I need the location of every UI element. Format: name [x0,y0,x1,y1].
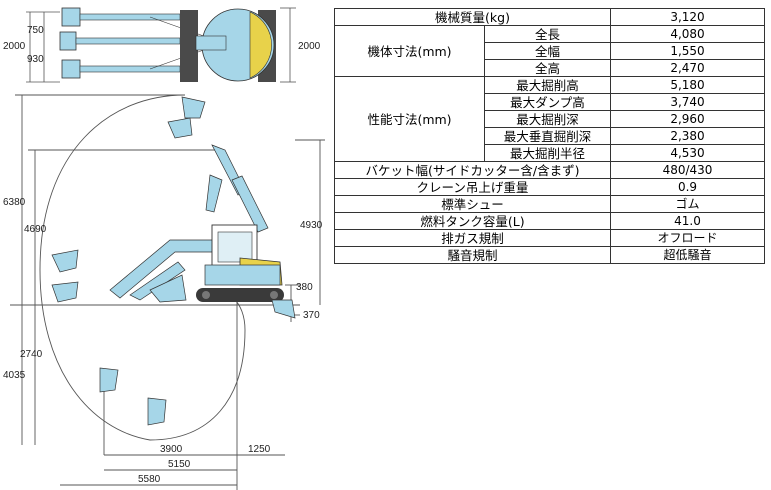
table-row: 全幅 1,550 [335,42,765,60]
spec-value: 3,120 [610,8,765,26]
working-range [10,94,325,490]
dim-blade-down: 370 [303,310,320,321]
spec-label: 全長 [484,25,611,43]
spec-label: 標準シュー [334,195,611,213]
dim-h-5580: 5580 [138,474,161,485]
table-row: 性能寸法(mm) 最大掘削高 5,180 [334,76,765,162]
dim-h-1250: 1250 [248,444,271,455]
table-row: 機械質量(kg) 3,120 [334,8,765,26]
spec-label: 全高 [484,59,611,77]
excavator-body [196,224,296,319]
dim-right-height: 4930 [300,220,323,231]
spec-group-label: 機体寸法(mm) [334,25,485,77]
table-row: 騒音規制 超低騒音 [334,246,765,264]
spec-label: 最大掘削高 [484,76,611,94]
spec-value: 0.9 [610,178,765,196]
spec-label: 最大掘削深 [484,110,611,128]
spec-value: 41.0 [610,212,765,230]
spec-label: 燃料タンク容量(L) [334,212,611,230]
bucket-positions [51,96,206,426]
dim-max-depth: 4035 [3,370,26,381]
spec-value: 超低騒音 [610,246,765,264]
table-row: 機体寸法(mm) 全長 4,080 [334,25,765,77]
dim-max-height: 6380 [3,197,26,208]
spec-label: 最大ダンプ高 [484,93,611,111]
dim-blade-up: 380 [296,282,313,293]
raised-arm [205,144,269,233]
spec-label: 全幅 [484,42,611,60]
spec-value: 480/430 [610,161,765,179]
spec-value: 5,180 [610,76,765,94]
table-row: クレーン吊上げ重量 0.9 [334,178,765,196]
spec-table: 機械質量(kg) 3,120 機体寸法(mm) 全長 4,080 全幅 1,55… [334,8,765,264]
spec-label: 最大垂直掘削深 [484,127,611,145]
table-row: 最大垂直掘削深 2,380 [335,127,765,145]
dim-top-width-right: 2000 [298,41,321,52]
spec-label: 排ガス規制 [334,229,611,247]
table-row: バケット幅(サイドカッター含/含まず) 480/430 [334,161,765,179]
spec-value: 4,530 [610,144,765,162]
table-row: 排ガス規制 オフロード [334,229,765,247]
spec-value: オフロード [610,229,765,247]
dim-top-offset-b: 930 [27,54,44,65]
top-view-body [180,8,276,82]
spec-value: 3,740 [610,93,765,111]
table-row: 標準シュー ゴム [334,195,765,213]
dim-h-5150: 5150 [168,459,191,470]
table-row: 燃料タンク容量(L) 41.0 [334,212,765,230]
table-row: 最大掘削深 2,960 [335,110,765,128]
spec-value: ゴム [610,195,765,213]
spec-label: クレーン吊上げ重量 [334,178,611,196]
spec-value: 2,470 [610,59,765,77]
excavator-dimension-diagram: 2000 750 930 2000 [0,0,330,490]
spec-label: 機械質量(kg) [334,8,611,26]
spec-group-label: 性能寸法(mm) [334,76,485,162]
dim-h-3900: 3900 [160,444,183,455]
spec-label: 騒音規制 [334,246,611,264]
dim-vertical-depth: 2740 [20,349,43,360]
lowered-arm [109,239,216,303]
dim-top-offset-a: 750 [27,25,44,36]
top-view [26,7,296,83]
spec-label: バケット幅(サイドカッター含/含まず) [334,161,611,179]
table-row: 最大ダンプ高 3,740 [335,93,765,111]
spec-value: 4,080 [610,25,765,43]
dim-dump-height: 4690 [24,224,47,235]
spec-value: 2,380 [610,127,765,145]
spec-value: 2,960 [610,110,765,128]
spec-label: 最大掘削半径 [484,144,611,162]
spec-value: 1,550 [610,42,765,60]
dim-top-width-left: 2000 [3,41,26,52]
diagram-svg: 2000 750 930 2000 [3,7,325,490]
